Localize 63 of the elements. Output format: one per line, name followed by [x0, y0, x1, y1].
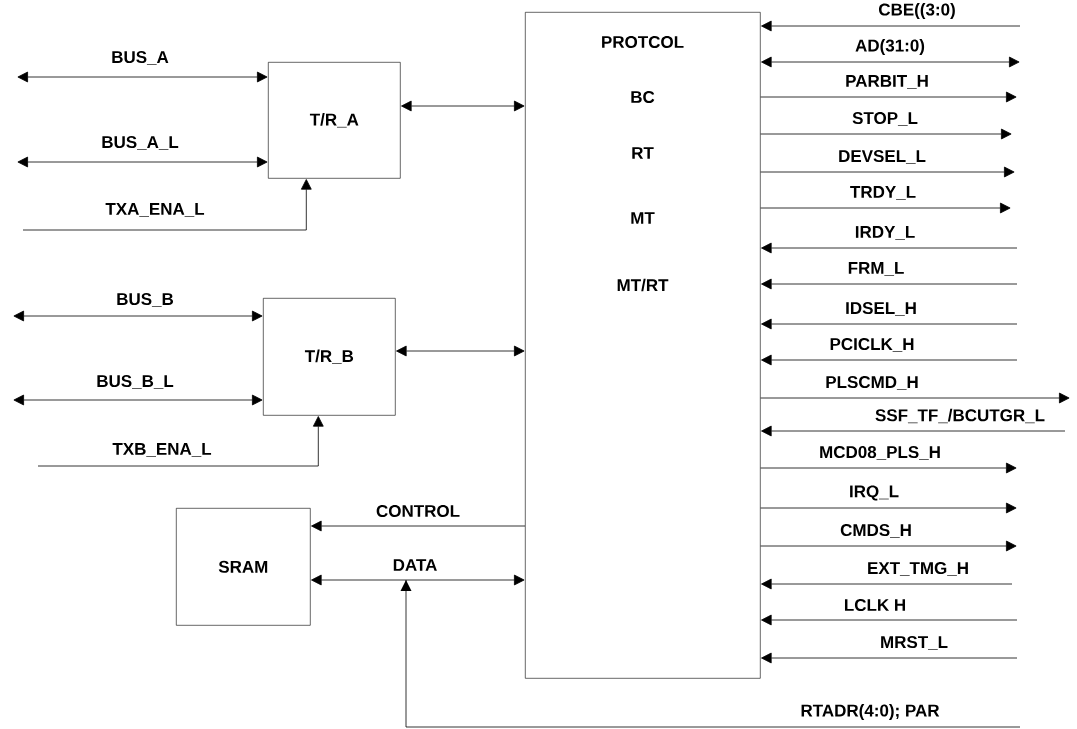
edge-label: DEVSEL_L: [839, 150, 926, 164]
edge-label: PCICLK_H: [830, 338, 914, 352]
edge-label: AD(31:0): [855, 39, 925, 55]
arrow: [761, 318, 1018, 330]
block-label: T/R_B: [304, 349, 354, 364]
arrow: [760, 540, 1017, 552]
arrow: [761, 242, 1018, 254]
block-label: BC: [631, 91, 655, 104]
arrow: [22, 179, 312, 231]
arrow: [760, 128, 1012, 140]
edge-label: TRDY_L: [850, 186, 916, 200]
edge-label: PLSCMD_H: [826, 376, 918, 390]
edge-label: LCLK H: [845, 599, 905, 612]
arrow: [761, 652, 1018, 664]
edge-label: PARBIT_H: [846, 75, 928, 89]
block-label: MT: [631, 212, 655, 224]
edge-label: SSF_TF_/BCUTGR_L: [875, 408, 1045, 424]
edge-label: MRST_L: [881, 636, 948, 650]
edge-label: DATA: [393, 559, 437, 571]
arrow: [311, 520, 526, 532]
block-label: MT/RT: [617, 278, 669, 292]
arrow: [760, 202, 1011, 214]
arrow: [311, 574, 525, 586]
arrow: [17, 71, 268, 83]
block-label: RT: [632, 147, 654, 159]
edge-label: CONTROL: [376, 505, 460, 518]
arrow: [761, 425, 1066, 437]
edge-label: IRQ_L: [850, 485, 899, 501]
edge-label: CMDS_H: [840, 524, 911, 538]
edge-label: BUS_B_L: [97, 375, 174, 389]
arrow: [760, 91, 1017, 103]
arrow: [396, 345, 525, 357]
arrow: [760, 392, 1070, 404]
edge-label: TXB_ENA_L: [112, 443, 212, 457]
arrow: [13, 310, 263, 322]
edge-label: BUS_A: [112, 51, 169, 65]
edge-label: CBE((3:0): [878, 3, 955, 19]
arrow: [13, 394, 263, 406]
arrow: [761, 56, 1020, 68]
arrow: [401, 100, 525, 112]
arrow: [760, 502, 1017, 514]
edge-label: BUS_A_L: [102, 136, 179, 150]
edge-label: FRM_L: [848, 262, 904, 276]
edge-label: IRDY_L: [855, 226, 915, 240]
arrow: [760, 462, 1017, 474]
edge-label: MCD08_PLS_H: [820, 446, 940, 460]
edge-label: IDSEL_H: [846, 302, 916, 316]
block-label: SRAM: [218, 560, 268, 573]
signal-label: RTADR(4:0); PAR: [801, 704, 940, 720]
edge-label: EXT_TMG_H: [868, 562, 968, 576]
arrow: [760, 166, 1015, 178]
block-label: T/R_A: [309, 113, 359, 128]
arrow: [761, 354, 1018, 366]
arrow: [17, 156, 268, 168]
edge-label: TXA_ENA_L: [105, 203, 205, 217]
block-label: PROTCOL: [602, 36, 684, 49]
edge-label: STOP_L: [852, 112, 918, 126]
edge-label: BUS_B: [117, 293, 174, 307]
arrow: [761, 614, 1018, 626]
arrow: [761, 578, 1013, 590]
arrow: [37, 416, 324, 467]
arrow: [761, 20, 1021, 32]
arrow: [761, 278, 1018, 290]
